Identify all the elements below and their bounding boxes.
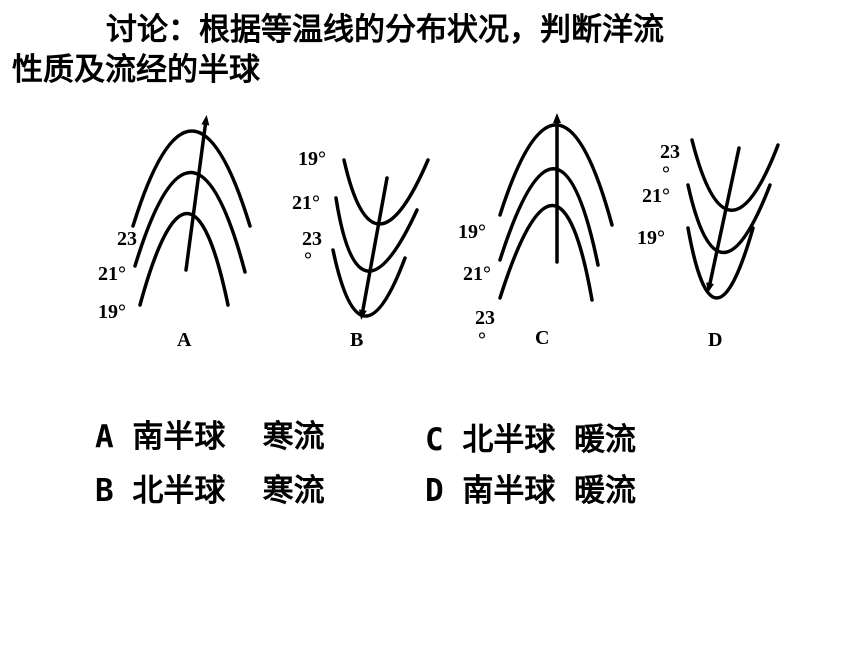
- isotherm-line: [334, 196, 419, 273]
- current-arrow: [358, 176, 389, 320]
- panel-d-labels: 23 ° 21° 19° D: [637, 141, 722, 351]
- isotherm-label: 23: [475, 307, 495, 329]
- isotherm-line: [498, 204, 594, 302]
- panel-c: [498, 113, 614, 302]
- current-arrow: [706, 146, 741, 293]
- panel-c-labels: 19° 21° 23 ° C: [458, 221, 549, 351]
- isotherm-line: [686, 226, 755, 300]
- isotherm-line: [131, 129, 252, 228]
- option-c: C 北半球 暖流: [425, 422, 636, 458]
- panel-letter: B: [350, 329, 363, 351]
- option-b: B 北半球 寒流: [95, 473, 325, 509]
- isotherm-label: 23: [302, 228, 322, 250]
- isotherm-label: 21°: [642, 185, 670, 207]
- panel-d: [686, 138, 780, 300]
- isotherm-label: 21°: [98, 263, 126, 285]
- isotherm-label: 19°: [298, 148, 326, 170]
- panel-a: [131, 115, 252, 307]
- question-line-1: 讨论：根据等温线的分布状况，判断洋流: [106, 12, 664, 48]
- isotherm-label: 23: [117, 228, 137, 250]
- isotherm-label: °: [304, 249, 312, 271]
- isotherm-label: °: [478, 329, 486, 351]
- isotherm-line: [133, 170, 247, 274]
- isotherm-line: [690, 138, 780, 212]
- current-arrow: [184, 115, 210, 272]
- isotherm-line: [498, 167, 600, 267]
- panel-letter: A: [177, 329, 192, 351]
- isotherm-label: 21°: [463, 263, 491, 285]
- isotherm-label: 19°: [98, 301, 126, 323]
- option-d: D 南半球 暖流: [425, 473, 636, 509]
- isotherm-label: °: [662, 163, 670, 185]
- panel-a-labels: 23 21° 19° A: [98, 228, 192, 351]
- isotherm-label: 21°: [292, 192, 320, 214]
- option-a: A 南半球 寒流: [95, 419, 325, 455]
- question-text: 讨论：根据等温线的分布状况，判断洋流 性质及流经的半球: [12, 10, 852, 90]
- isotherm-label: 19°: [637, 227, 665, 249]
- panel-b-labels: 19° 21° 23 ° B: [292, 148, 363, 351]
- panel-letter: D: [708, 329, 722, 351]
- isotherm-label: 19°: [458, 221, 486, 243]
- panel-letter: C: [535, 327, 549, 349]
- isotherm-line: [138, 212, 230, 307]
- isotherm-label: 23: [660, 141, 680, 163]
- question-line-2: 性质及流经的半球: [12, 52, 260, 88]
- panel-b: [331, 158, 430, 320]
- isotherm-line: [686, 183, 772, 254]
